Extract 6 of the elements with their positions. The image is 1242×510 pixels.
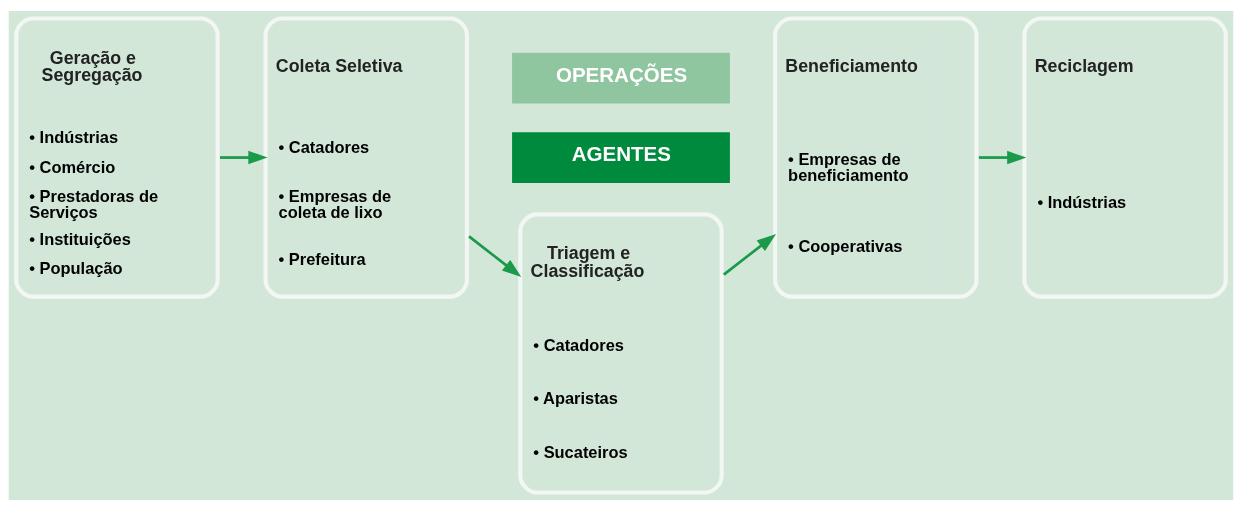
arrow xyxy=(722,233,777,276)
arrow xyxy=(978,150,1027,164)
node-box: OPERAÇÕES xyxy=(512,52,730,103)
arrow xyxy=(468,234,522,277)
node-box: AGENTES xyxy=(512,131,730,183)
arrow xyxy=(220,150,268,164)
